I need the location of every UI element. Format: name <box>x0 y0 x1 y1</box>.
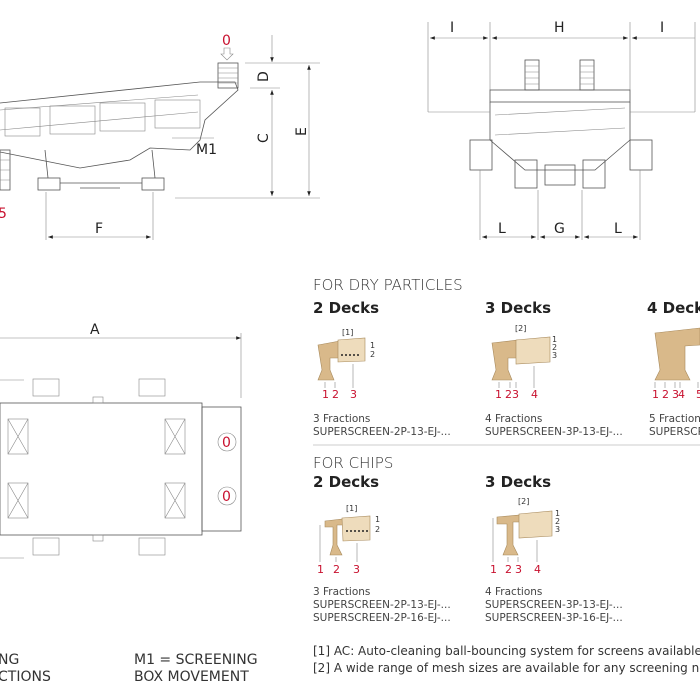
dim-l-left: L <box>498 221 506 237</box>
model-code: SUPERSCREEN-2P-13-EJ-... <box>313 426 451 438</box>
output-3: 3 <box>515 563 522 576</box>
note-ref: [1] <box>346 504 357 513</box>
deck-title: 3 Decks <box>485 299 551 317</box>
front-view: I H I L G L <box>427 20 696 240</box>
model-code: SUPERSCREEN-4P-13-EJ-... <box>649 426 700 438</box>
fractions-label: 5 Fractions <box>649 413 700 425</box>
top-inlet-1: 0 <box>222 435 231 451</box>
deck-title: 4 Decks <box>647 299 700 317</box>
dim-a: A <box>90 322 100 338</box>
level-3: 3 <box>555 525 560 534</box>
chips-section: FOR CHIPS 2 Decks [1] 1 2 1 2 3 3 Fracti… <box>313 454 623 624</box>
chips-3-decks: 3 Decks [2] 1 2 3 1 2 3 4 4 Fractions SU… <box>485 473 623 624</box>
top-inlet-2: 0 <box>222 489 231 505</box>
level-2: 2 <box>375 525 380 534</box>
output-5: 5 <box>696 388 700 401</box>
level-2: 2 <box>370 350 375 359</box>
legend-left-line2: CTIONS <box>0 669 51 685</box>
dry-particles-section: FOR DRY PARTICLES 2 Decks [1] 1 2 1 2 3 … <box>313 276 700 446</box>
fractions-label: 3 Fractions <box>313 586 370 598</box>
footnote-2: [2] A wide range of mesh sizes are avail… <box>313 661 700 675</box>
outlet-label: 5 <box>0 206 7 222</box>
model-code: SUPERSCREEN-3P-13-EJ-... <box>485 599 623 611</box>
level-2: 2 <box>555 517 560 526</box>
output-3: 3 <box>350 388 357 401</box>
level-2: 2 <box>552 343 557 352</box>
chips-2-decks: 2 Decks [1] 1 2 1 2 3 3 Fractions SUPERS… <box>313 473 451 624</box>
level-1: 1 <box>375 515 380 524</box>
legend-m1-line2: BOX MOVEMENT <box>134 669 249 685</box>
deck-title: 2 Decks <box>313 299 379 317</box>
legend-left-line1: NG <box>0 652 19 668</box>
fractions-label: 4 Fractions <box>485 413 542 425</box>
output-3: 3 <box>512 388 519 401</box>
section-title: FOR CHIPS <box>313 454 393 472</box>
dim-i-right: I <box>660 20 664 36</box>
top-view: A 0 0 <box>0 322 242 559</box>
dim-f: F <box>95 221 103 237</box>
dim-d: D <box>256 71 272 82</box>
side-view: 0 5 M1 D C E F <box>0 33 320 240</box>
output-1: 1 <box>652 388 659 401</box>
dry-3-decks: 3 Decks [2] 1 2 3 1 2 3 4 4 Fractions SU… <box>485 299 623 438</box>
dim-i-left: I <box>450 20 454 36</box>
deck-title: 3 Decks <box>485 473 551 491</box>
output-2: 2 <box>505 563 512 576</box>
model-code: SUPERSCREEN-2P-13-EJ-... <box>313 599 451 611</box>
note-ref: [1] <box>342 328 353 337</box>
output-3: 3 <box>353 563 360 576</box>
output-1: 1 <box>495 388 502 401</box>
footnote-1: [1] AC: Auto-cleaning ball-bouncing syst… <box>313 644 700 658</box>
m1-label: M1 <box>196 142 217 158</box>
section-title: FOR DRY PARTICLES <box>313 276 463 294</box>
deck-title: 2 Decks <box>313 473 379 491</box>
fractions-label: 3 Fractions <box>313 413 370 425</box>
output-4: 4 <box>678 388 685 401</box>
model-code: SUPERSCREEN-3P-16-EJ-... <box>485 612 623 624</box>
dim-h: H <box>554 20 565 36</box>
dim-c: C <box>256 133 272 143</box>
dim-l-right: L <box>614 221 622 237</box>
level-1: 1 <box>555 509 560 518</box>
output-4: 4 <box>534 563 541 576</box>
dim-e: E <box>294 127 310 136</box>
output-1: 1 <box>490 563 497 576</box>
output-2: 2 <box>332 388 339 401</box>
fractions-label: 4 Fractions <box>485 586 542 598</box>
level-3: 3 <box>552 351 557 360</box>
output-3: 3 <box>672 388 679 401</box>
output-4: 4 <box>531 388 538 401</box>
level-1: 1 <box>552 335 557 344</box>
dry-2-decks: 2 Decks [1] 1 2 1 2 3 3 Fractions SUPERS… <box>313 299 451 438</box>
dry-4-decks: 4 Decks 1 2 3 4 5 5 Fractions SUPERSCREE… <box>647 299 700 438</box>
model-code: SUPERSCREEN-3P-13-EJ-... <box>485 426 623 438</box>
inlet-label: 0 <box>222 33 231 49</box>
model-code: SUPERSCREEN-2P-16-EJ-... <box>313 612 451 624</box>
level-1: 1 <box>370 341 375 350</box>
output-2: 2 <box>662 388 669 401</box>
output-2: 2 <box>333 563 340 576</box>
output-2: 2 <box>505 388 512 401</box>
dim-g: G <box>554 221 565 237</box>
output-1: 1 <box>322 388 329 401</box>
note-ref: [2] <box>515 324 526 333</box>
note-ref: [2] <box>518 497 529 506</box>
output-1: 1 <box>317 563 324 576</box>
legend-m1-line1: M1 = SCREENING <box>134 652 258 668</box>
